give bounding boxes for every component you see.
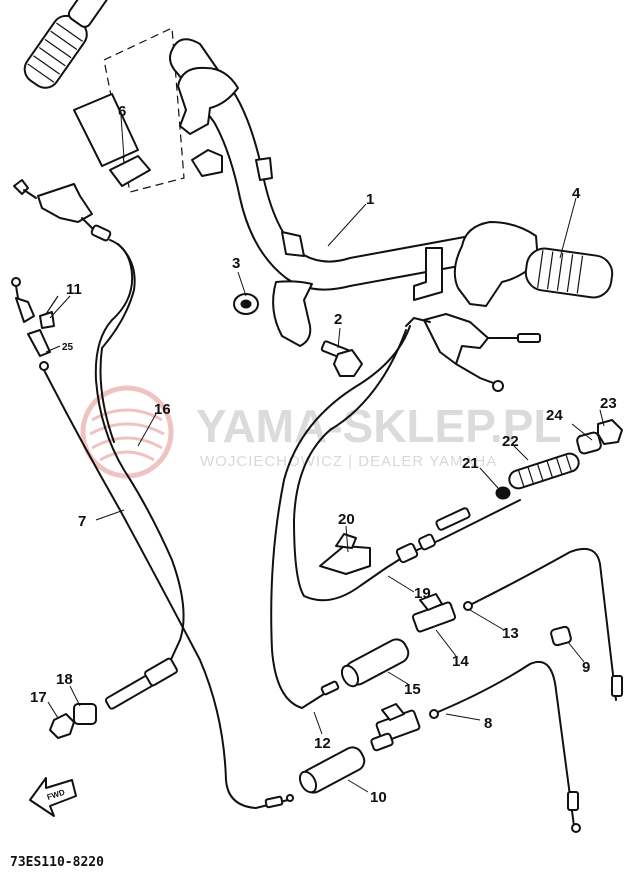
cable-8 xyxy=(370,660,581,833)
cable-13 xyxy=(411,548,623,701)
holder-20 xyxy=(319,533,371,575)
bolt-11 xyxy=(39,295,59,329)
callout-3: 3 xyxy=(232,255,240,272)
clamp-tab-left xyxy=(191,149,223,177)
right-clamp-tab xyxy=(413,247,443,301)
grip-collar xyxy=(73,93,139,167)
washer-3 xyxy=(233,293,259,315)
callouts: 1 2 3 4 6 7 8 9 10 11 12 13 14 15 16 17 … xyxy=(30,103,617,806)
adjuster-assembly xyxy=(49,657,178,739)
callout-2: 2 xyxy=(334,311,342,328)
callout-14: 14 xyxy=(452,653,469,670)
parts-21-24 xyxy=(495,419,623,500)
watermark: YAMA-SKLEP.PL WOJCIECHOWICZ | DEALER YAM… xyxy=(80,385,562,479)
cable-12 xyxy=(270,325,411,710)
callout-7: 7 xyxy=(78,513,86,530)
cable-7 xyxy=(11,277,294,810)
left-mount-bracket xyxy=(177,66,239,135)
throttle-housing xyxy=(453,221,614,307)
callout-11: 11 xyxy=(66,281,82,298)
callout-25: 25 xyxy=(62,342,74,353)
callout-10: 10 xyxy=(370,789,387,806)
cable-16 xyxy=(94,239,185,667)
callout-24: 24 xyxy=(546,407,563,424)
callout-12: 12 xyxy=(314,735,331,752)
forward-arrow-icon: FWD xyxy=(29,777,77,817)
callout-13: 13 xyxy=(502,625,519,642)
callout-15: 15 xyxy=(404,681,421,698)
right-grip xyxy=(524,247,614,299)
callout-20: 20 xyxy=(338,511,355,528)
callout-22: 22 xyxy=(502,433,519,450)
callout-6: 6 xyxy=(118,103,126,120)
watermark-title: YAMA-SKLEP.PL xyxy=(196,400,562,452)
throttle-guide-6 xyxy=(109,155,151,187)
callout-23: 23 xyxy=(600,395,617,412)
watermark-logo-lines xyxy=(89,408,165,462)
left-lever-bracket xyxy=(13,179,112,242)
callout-18: 18 xyxy=(56,671,73,688)
cap-9 xyxy=(550,625,572,647)
right-lever-bracket xyxy=(405,313,541,392)
cable-19-assembly xyxy=(385,499,521,569)
boot-10 xyxy=(298,746,366,794)
clamp-tab-left-2 xyxy=(255,157,273,181)
callout-4: 4 xyxy=(572,185,581,202)
callout-21: 21 xyxy=(462,455,479,472)
leader-lines xyxy=(45,197,605,793)
callout-17: 17 xyxy=(30,689,47,706)
callout-1: 1 xyxy=(366,191,374,208)
callout-16: 16 xyxy=(154,401,171,418)
left-grip-group xyxy=(23,0,185,193)
handlebar-clamp xyxy=(272,280,313,347)
watermark-subtitle: WOJCIECHOWICZ | DEALER YAMAHA xyxy=(200,453,497,470)
left-grip xyxy=(23,0,109,89)
callout-9: 9 xyxy=(582,659,590,676)
callout-8: 8 xyxy=(484,715,492,732)
callout-19: 19 xyxy=(414,585,431,602)
center-bracket xyxy=(281,231,305,257)
boot-15 xyxy=(340,638,410,688)
diagram-code: 73ES110-8220 xyxy=(10,855,104,870)
bolt-2 xyxy=(320,340,363,377)
